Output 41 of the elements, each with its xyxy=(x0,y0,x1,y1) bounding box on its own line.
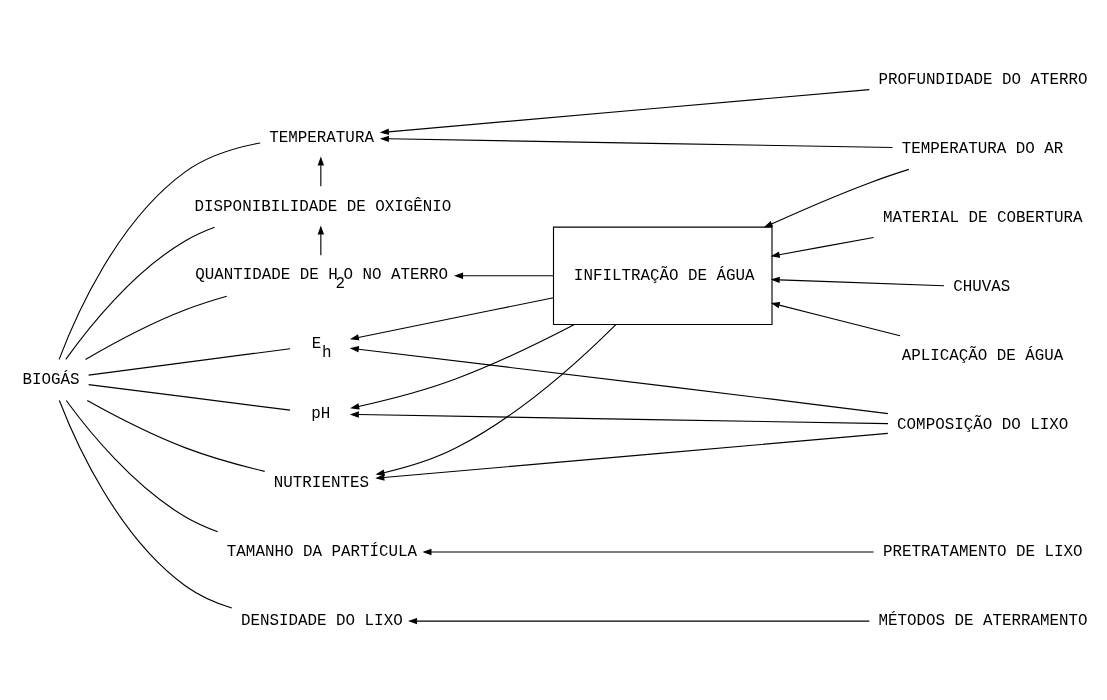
node-text: COMPOSIÇÃO DO LIXO xyxy=(897,415,1069,434)
node-box: INFILTRAÇÃO DE ÁGUA xyxy=(552,226,773,325)
arrow xyxy=(422,548,875,555)
arrow xyxy=(317,155,324,187)
node-text: APLICAÇÃO DE ÁGUA xyxy=(901,346,1064,365)
node-text: CHUVAS xyxy=(953,277,1011,296)
arrow xyxy=(349,410,889,424)
arrow xyxy=(379,135,894,148)
arrow xyxy=(379,88,870,135)
node-text: pH xyxy=(311,404,331,423)
node-text: PROFUNDIDADE DO ATERRO xyxy=(878,70,1088,89)
arrow xyxy=(349,296,555,340)
arrow xyxy=(770,236,875,258)
connector xyxy=(88,347,291,376)
connector xyxy=(58,141,261,360)
connector xyxy=(65,399,219,532)
node-text: MÉTODOS DE ATERRAMENTO xyxy=(878,611,1088,630)
arrow xyxy=(770,301,901,336)
node-text: TAMANHO DA PARTÍCULA xyxy=(226,542,418,561)
connector xyxy=(58,399,233,609)
node-text: DISPONIBILIDADE DE OXIGÊNIO xyxy=(194,197,452,216)
arrow xyxy=(375,323,617,476)
arrow xyxy=(375,432,889,481)
connector xyxy=(65,226,216,360)
arrow xyxy=(454,272,554,279)
arrow xyxy=(770,276,945,286)
node-text: TEMPERATURA xyxy=(269,128,374,147)
connector xyxy=(84,295,228,360)
arrow xyxy=(317,224,324,256)
node-text: PRETRATAMENTO DE LIXO xyxy=(882,542,1083,561)
node-text: NUTRIENTES xyxy=(273,473,369,492)
arrow xyxy=(408,617,870,624)
arrow xyxy=(350,323,575,409)
node-text: DENSIDADE DO LIXO xyxy=(241,611,403,630)
node-text: BIOGÁS xyxy=(22,370,80,389)
node-text: MATERIAL DE COBERTURA xyxy=(882,208,1083,227)
arrow xyxy=(763,168,910,228)
connector xyxy=(88,383,291,411)
arrow xyxy=(349,345,889,414)
connector xyxy=(86,399,266,472)
node-text: TEMPERATURA DO AR xyxy=(901,139,1064,158)
